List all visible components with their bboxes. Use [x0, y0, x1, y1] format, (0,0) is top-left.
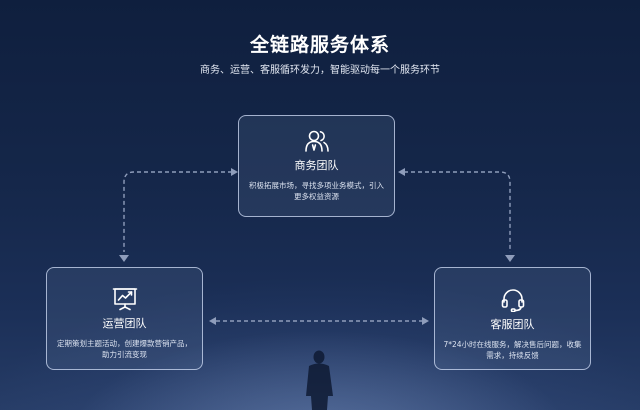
operations-team-card: 运营团队 定期策划主题活动，创建爆款营销产品，助力引流变现	[46, 267, 203, 370]
arrow-top-left-head	[231, 168, 238, 176]
arrow-right-head	[505, 255, 515, 262]
headset-icon	[501, 289, 524, 312]
connector-business-service	[404, 171, 511, 252]
service-team-title: 客服团队	[490, 318, 535, 331]
operations-team-description: 定期策划主题活动，创建爆款营销产品，助力引流变现	[57, 339, 192, 359]
arrow-left-head	[119, 255, 129, 262]
service-team-card: 客服团队 7*24小时在线服务，解决售后问题，收集需求，持续反馈	[434, 267, 591, 370]
business-team-description: 积极拓展市场，寻找多项业务模式，引入更多权益资源	[249, 181, 384, 201]
team-icon	[304, 130, 329, 152]
service-team-description: 7*24小时在线服务，解决售后问题，收集需求，持续反馈	[443, 340, 582, 360]
page-title: 全链路服务体系	[249, 34, 390, 56]
arrow-mid-right-head	[422, 317, 429, 325]
connector-business-operations	[123, 171, 232, 252]
business-team-card: 商务团队 积极拓展市场，寻找多项业务模式，引入更多权益资源	[238, 115, 395, 217]
presentation-chart-icon	[112, 288, 137, 311]
operations-team-title: 运营团队	[102, 317, 147, 330]
arrow-mid-left-head	[209, 317, 216, 325]
business-team-title: 商务团队	[294, 159, 339, 172]
arrow-top-right-head	[398, 168, 405, 176]
page-subtitle: 商务、运营、客服循环发力，智能驱动每一个服务环节	[200, 65, 440, 76]
